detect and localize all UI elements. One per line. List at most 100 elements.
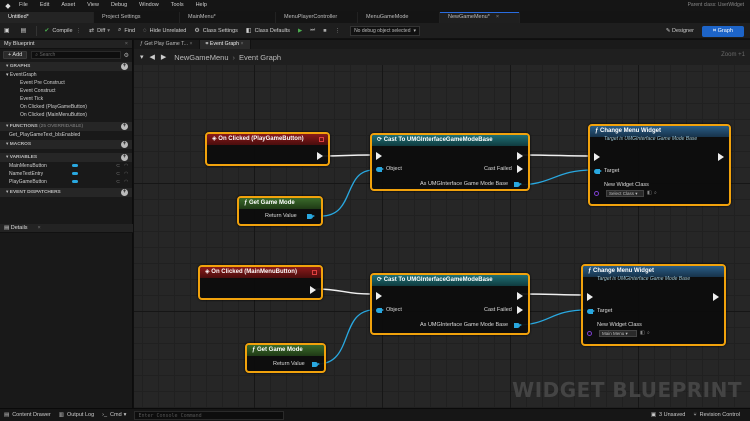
tab-menu-game-mode[interactable]: MenuGameMode bbox=[358, 12, 440, 23]
unsaved-button[interactable]: ▣3 Unsaved bbox=[647, 412, 690, 418]
main-menu-class-dropdown[interactable]: Main Menu ▾ bbox=[599, 330, 637, 337]
tab-new-game-menu[interactable]: NewGameMenu*× bbox=[440, 12, 520, 23]
menu-window[interactable]: Window bbox=[139, 2, 159, 8]
debug-object-select[interactable]: No debug object selected▾ bbox=[350, 25, 421, 36]
forward-arrow-icon[interactable]: ▶ bbox=[160, 54, 167, 61]
exec-in-pin[interactable] bbox=[587, 293, 593, 301]
cast-failed-pin[interactable] bbox=[517, 306, 523, 314]
tree-item-event[interactable]: On Clicked (MainMenuButton) bbox=[20, 112, 87, 118]
add-button[interactable]: + Add bbox=[3, 51, 28, 59]
details-tab[interactable]: ▤ Details× bbox=[0, 224, 133, 233]
class-pin[interactable] bbox=[594, 191, 599, 196]
close-icon[interactable]: × bbox=[495, 14, 500, 20]
find-button[interactable]: ⌕Find bbox=[114, 25, 139, 37]
link-icon[interactable]: ⊂ bbox=[116, 163, 121, 169]
revision-control-button[interactable]: ⑂Revision Control bbox=[689, 412, 744, 418]
event-node-on-clicked-main-menu[interactable]: ◈ On Clicked (MainMenuButton) bbox=[198, 265, 323, 300]
tab-project-settings[interactable]: Project Settings bbox=[94, 12, 180, 23]
menu-view[interactable]: View bbox=[87, 2, 99, 8]
exec-in-pin[interactable] bbox=[376, 152, 382, 160]
options-icon[interactable]: ▾ bbox=[140, 54, 144, 61]
console-command-input[interactable]: Enter Console Command bbox=[134, 410, 285, 420]
tree-item-event[interactable]: Event Tick bbox=[20, 96, 44, 102]
play-button[interactable]: ▶ bbox=[294, 25, 306, 37]
tab-get-play-game-text[interactable]: ƒ Get Play Game T... × bbox=[134, 40, 200, 49]
section-event-dispatchers[interactable]: ▾ EVENT DISPATCHERS+ bbox=[0, 188, 132, 197]
section-graphs[interactable]: ▾ GRAPHS+ bbox=[0, 62, 132, 71]
exec-out-pin[interactable] bbox=[718, 153, 724, 161]
menu-file[interactable]: File bbox=[19, 2, 28, 8]
class-settings-button[interactable]: ⚙Class Settings bbox=[190, 25, 242, 37]
eye-icon[interactable]: ◠ bbox=[124, 171, 129, 177]
gear-icon[interactable]: ⚙ bbox=[123, 52, 129, 59]
save-button[interactable]: ▣ bbox=[0, 25, 17, 37]
variable-item[interactable]: NameTextEntry⊂◠ bbox=[0, 170, 132, 178]
as-base-pin[interactable] bbox=[514, 323, 522, 328]
eye-icon[interactable]: ◠ bbox=[124, 179, 129, 185]
compile-button[interactable]: ✔Compile⋮ bbox=[40, 25, 85, 37]
change-menu-widget-node[interactable]: ƒ Change Menu Widget Target is UMGInterf… bbox=[588, 124, 731, 206]
exec-out-pin[interactable] bbox=[310, 286, 316, 294]
tree-item-event[interactable]: Event Construct bbox=[20, 88, 56, 94]
tab-event-graph[interactable]: ⌗ Event Graph × bbox=[199, 40, 251, 49]
tree-item-event[interactable]: Event Pre Construct bbox=[20, 80, 65, 86]
object-pin[interactable] bbox=[376, 167, 384, 172]
return-value-pin[interactable] bbox=[312, 362, 320, 367]
breadcrumb-root[interactable]: NewGameMenu bbox=[174, 52, 229, 62]
close-icon[interactable]: × bbox=[189, 41, 193, 47]
search-icon[interactable]: ⌕ bbox=[647, 330, 650, 336]
link-icon[interactable]: ⊂ bbox=[116, 179, 121, 185]
tab-menu-player-controller[interactable]: MenuPlayerController bbox=[276, 12, 358, 23]
target-pin[interactable] bbox=[594, 169, 602, 174]
exec-out-pin[interactable] bbox=[517, 152, 523, 160]
close-icon[interactable]: × bbox=[124, 41, 128, 47]
target-pin[interactable] bbox=[587, 309, 595, 314]
get-game-mode-node[interactable]: ƒ Get Game Mode Return Value bbox=[237, 196, 323, 226]
unreal-logo-icon[interactable]: ◆ bbox=[5, 2, 11, 10]
add-icon[interactable]: + bbox=[121, 154, 128, 161]
cmd-select[interactable]: ›_Cmd▾ bbox=[98, 412, 130, 418]
as-base-pin[interactable] bbox=[514, 182, 522, 187]
section-macros[interactable]: ▾ MACROS+ bbox=[0, 140, 132, 149]
browse-button[interactable]: ▤ bbox=[17, 25, 34, 37]
change-menu-widget-node[interactable]: ƒ Change Menu Widget Target is UMGInterf… bbox=[581, 264, 726, 346]
more-options-button[interactable]: ⋮ bbox=[331, 25, 345, 37]
close-icon[interactable]: × bbox=[37, 225, 41, 231]
variable-item[interactable]: MainMenuButton⊂◠ bbox=[0, 162, 132, 170]
menu-asset[interactable]: Asset bbox=[61, 2, 76, 8]
class-pin[interactable] bbox=[587, 331, 592, 336]
delegate-pin-icon[interactable] bbox=[319, 137, 324, 142]
add-icon[interactable]: + bbox=[121, 141, 128, 148]
section-functions[interactable]: ▾ FUNCTIONS (25 OVERRIDABLE)+ bbox=[0, 122, 132, 131]
exec-out-pin[interactable] bbox=[713, 293, 719, 301]
my-blueprint-tab[interactable]: My Blueprint× bbox=[0, 40, 132, 49]
add-icon[interactable]: + bbox=[121, 189, 128, 196]
graph-mode-button[interactable]: ⌗ Graph bbox=[702, 26, 744, 37]
get-game-mode-node[interactable]: ƒ Get Game Mode Return Value bbox=[245, 343, 326, 373]
return-value-pin[interactable] bbox=[307, 214, 315, 219]
designer-mode-button[interactable]: ✎ Designer bbox=[662, 26, 698, 37]
search-input[interactable]: ⌕ Search bbox=[31, 51, 121, 59]
cast-node[interactable]: ⟳ Cast To UMGInterfaceGameModeBase Objec… bbox=[370, 273, 530, 335]
tab-main-menu[interactable]: MainMenu* bbox=[180, 12, 276, 23]
exec-out-pin[interactable] bbox=[517, 292, 523, 300]
event-node-on-clicked-play[interactable]: ◈ On Clicked (PlayGameButton) bbox=[205, 132, 330, 166]
tree-item-function[interactable]: Get_PlayGameText_bIsEnabled bbox=[9, 132, 81, 138]
section-variables[interactable]: ▾ VARIABLES+ bbox=[0, 153, 132, 162]
menu-edit[interactable]: Edit bbox=[39, 2, 50, 8]
close-icon[interactable]: × bbox=[240, 41, 244, 47]
diff-button[interactable]: ⇄Diff▾ bbox=[85, 25, 114, 37]
hide-unrelated-button[interactable]: ◌Hide Unrelated bbox=[139, 25, 190, 37]
add-icon[interactable]: + bbox=[121, 63, 128, 70]
exec-out-pin[interactable] bbox=[317, 152, 323, 160]
tab-untitled[interactable]: Untitled* bbox=[0, 12, 94, 23]
object-pin[interactable] bbox=[376, 308, 384, 313]
exec-in-pin[interactable] bbox=[594, 153, 600, 161]
browse-icon[interactable]: ◧ bbox=[647, 190, 652, 196]
browse-icon[interactable]: ◧ bbox=[640, 330, 645, 336]
output-log-button[interactable]: ▥Output Log bbox=[55, 412, 98, 418]
delegate-pin-icon[interactable] bbox=[312, 270, 317, 275]
link-icon[interactable]: ⊂ bbox=[116, 171, 121, 177]
tree-item-event[interactable]: On Clicked (PlayGameButton) bbox=[20, 104, 87, 110]
variable-item[interactable]: PlayGameButton⊂◠ bbox=[0, 178, 132, 186]
